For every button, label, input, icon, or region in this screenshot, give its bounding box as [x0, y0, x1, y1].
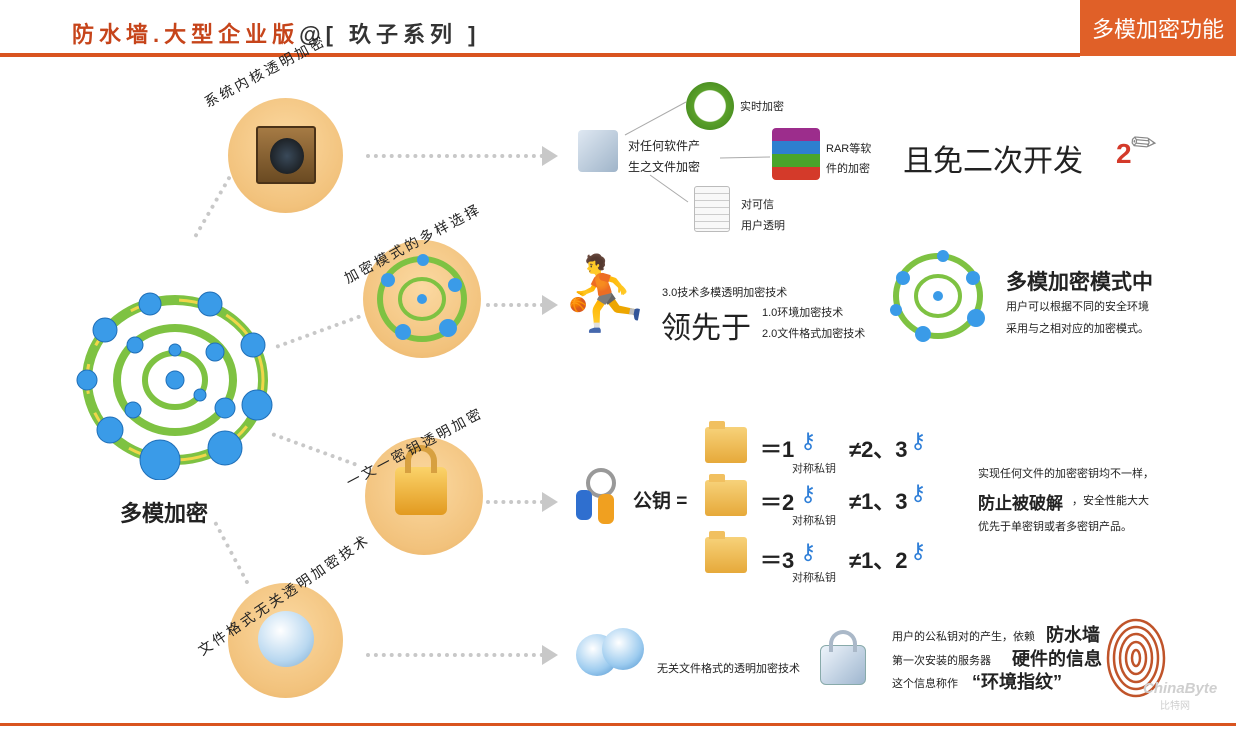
keyring-icon [574, 468, 624, 524]
row3-desc-3: 优先于单密钥或者多密钥产品。 [978, 521, 1132, 533]
row4-desc-1: 用户的公私钥对的产生，依赖 [892, 631, 1035, 643]
folder-lock-icon-3 [705, 531, 747, 573]
running-man-icon: ⛹ [560, 254, 650, 334]
connector-branch-2 [275, 314, 362, 349]
arrow-row-1 [366, 146, 558, 166]
arrow-row-4 [366, 645, 558, 665]
row2-tech1: 1.0环境加密技术 [762, 307, 844, 319]
row1-trust-1: 对可信 [741, 199, 774, 211]
notepad-icon [694, 186, 730, 232]
multimode-orbit-icon [76, 291, 273, 480]
row3-sym-1: 对称私钥 [792, 463, 836, 475]
row3-sym-2: 对称私钥 [792, 515, 836, 527]
row4-brand: 防水墙 [1046, 625, 1100, 645]
row3-eq-3: ＝3 [760, 548, 795, 573]
file-disc-icon [578, 130, 618, 172]
row2-desc-1: 用户可以根据不同的安全环境 [1006, 301, 1149, 313]
row1-branch-lines [624, 101, 771, 203]
row2-desc-2: 采用与之相对应的加密模式。 [1006, 323, 1149, 335]
fingerprint-icon [1106, 618, 1166, 698]
watermark-sub: 比特网 [1160, 701, 1190, 712]
number-two-icon: 2 [1116, 138, 1132, 169]
row3-desc-2b: ，安全性能大大 [1072, 495, 1149, 507]
row1-trust-2: 用户透明 [741, 220, 785, 232]
rar-books-icon [772, 128, 820, 180]
row3-neq-1: ≠2、3 [849, 437, 908, 462]
key-icon: ⚷ [910, 428, 927, 453]
row1-rar-2: 件的加密 [826, 163, 870, 175]
header-divider [0, 53, 1080, 57]
key-icon: ⚷ [800, 481, 817, 506]
chat-bubble-icon [602, 628, 644, 670]
orbit-mini-icon [377, 254, 467, 342]
branch-1-circle [228, 98, 343, 213]
watermark-logo: ChinaByte [1143, 680, 1218, 697]
folder-lock-icon-2 [705, 474, 747, 516]
title-edition: 大型企业版 [164, 22, 300, 47]
title-dot: . [153, 22, 165, 47]
row1-no-dev: 且免二次开发 [903, 145, 1083, 178]
center-label: 多模加密 [120, 501, 209, 526]
orbit-small-icon [890, 250, 985, 342]
key-icon: ⚷ [800, 428, 817, 453]
row3-sym-3: 对称私钥 [792, 572, 836, 584]
server-icon [256, 126, 316, 184]
row1-realtime: 实时加密 [740, 101, 784, 113]
row2-tech3: 3.0技术多模透明加密技术 [662, 287, 788, 299]
row1-file-text-1: 对任何软件产 [628, 139, 701, 153]
row3-eq-2: ＝2 [760, 490, 795, 515]
branch-2-circle [363, 240, 481, 358]
row2-tech2: 2.0文件格式加密技术 [762, 328, 866, 340]
disc-icon [258, 611, 314, 667]
header-title: 防水墙.大型企业版@[ 玖子系列 ] [72, 17, 481, 49]
row3-neq-3: ≠1、2 [849, 548, 908, 573]
key-icon: ⚷ [910, 538, 927, 563]
padlock-icon [395, 445, 447, 515]
row3-neq-2: ≠1、3 [849, 489, 908, 514]
row4-desc-2: 第一次安装的服务器 [892, 655, 991, 667]
key-icon: ⚷ [910, 480, 927, 505]
glass-lock-icon [820, 630, 866, 685]
row3-desc-2a: 防止被破解 [978, 494, 1063, 513]
branch-3-circle [365, 437, 483, 555]
branch-4-circle [228, 583, 343, 698]
arrow-row-2 [486, 295, 558, 315]
row4-hw: 硬件的信息 [1012, 649, 1102, 669]
row4-agnostic: 无关文件格式的透明加密技术 [657, 663, 800, 675]
row3-desc-1: 实现任何文件的加密密钥均不一样， [978, 468, 1154, 480]
row2-lead: 领先于 [661, 312, 751, 345]
row3-eq-1: ＝1 [760, 437, 795, 462]
title-series: [ 玖子系列 ] [325, 22, 481, 47]
row1-file-text-2: 生之文件加密 [628, 160, 701, 174]
title-at: @ [299, 22, 326, 47]
row1-rar-1: RAR等软 [826, 143, 872, 155]
clock-icon [686, 82, 734, 130]
connector-branch-4 [213, 521, 250, 585]
folder-lock-icon-1 [705, 421, 747, 463]
connector-branch-3 [271, 432, 358, 467]
row3-public-key: 公钥 = [633, 491, 688, 512]
key-icon: ⚷ [800, 539, 817, 564]
title-main: 防水墙 [72, 22, 154, 47]
header-badge: 多模加密功能 [1080, 0, 1236, 56]
row4-desc-3: 这个信息称作 [892, 678, 958, 690]
footer-divider [0, 723, 1236, 726]
arrow-row-3 [486, 492, 558, 512]
connector-branch-1 [193, 175, 232, 238]
row4-env: “环境指纹” [972, 672, 1062, 692]
row2-title: 多模加密模式中 [1006, 271, 1153, 294]
